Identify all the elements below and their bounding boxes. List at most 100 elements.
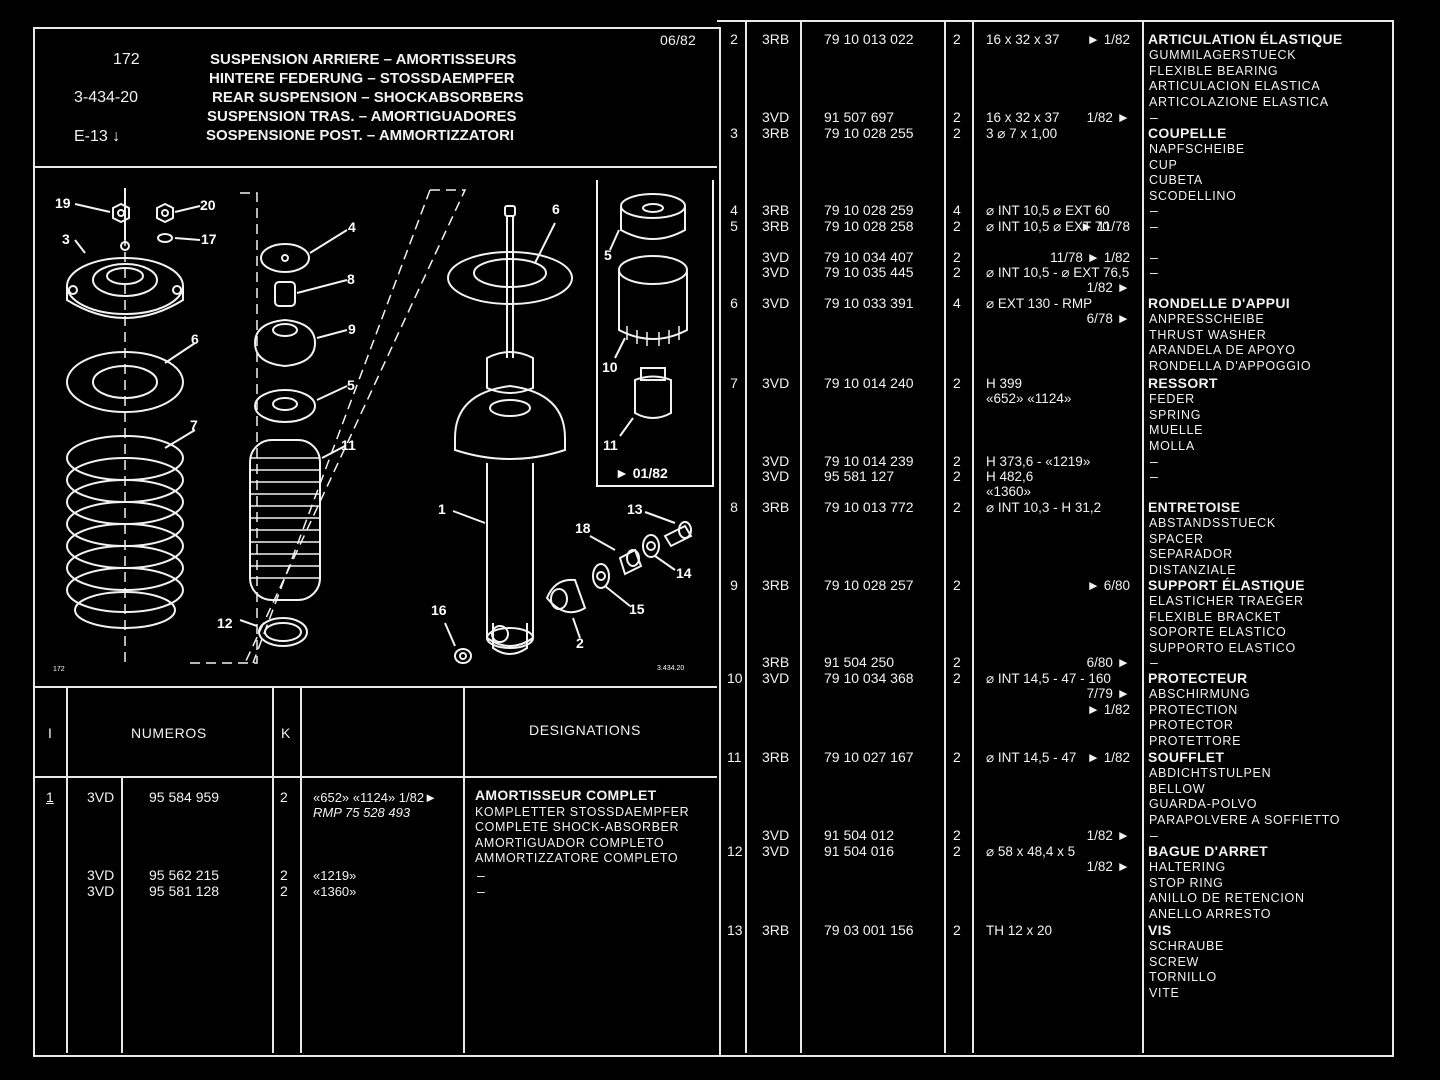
designation-line: ELASTICHER TRAEGER — [1149, 594, 1304, 608]
row-info: ⌀ INT 10,5 ⌀ EXT 60 — [986, 203, 1110, 218]
col-line-sub — [121, 776, 123, 1053]
row-code: 3RB — [762, 125, 790, 141]
exploded-diagram: 19 20 3 17 4 8 9 5 11 6 7 12 1 6 5 10 11… — [53, 180, 714, 673]
callout-5: 5 — [347, 377, 355, 393]
row-qty: 2 — [953, 375, 961, 391]
row-qty: 2 — [280, 789, 288, 805]
colhead-index: I — [48, 725, 53, 741]
row-part-number: 79 10 013 022 — [824, 31, 914, 47]
designation-line: SPRING — [1149, 407, 1202, 422]
designation-title: ARTICULATION ÉLASTIQUE — [1148, 31, 1343, 47]
colhead-k: K — [281, 725, 291, 741]
row-info: 3 ⌀ 7 x 1,00 — [986, 126, 1058, 141]
row-info-1: «652» «1124» 1/82► — [313, 790, 437, 805]
designation-line: FEDER — [1149, 392, 1195, 406]
designation-line: FLEXIBLE BEARING — [1149, 63, 1279, 78]
row-part-number: 95 584 959 — [149, 789, 220, 805]
row-code: 3VD — [87, 789, 115, 805]
colhead-designations: DESIGNATIONS — [529, 722, 641, 738]
designation-line: SCHRAUBE — [1149, 939, 1225, 953]
col-line-1 — [66, 686, 68, 1053]
row-designation: – — [477, 883, 485, 899]
designation-line: ABDICHTSTULPEN — [1149, 766, 1272, 780]
row-code: 3RB — [762, 218, 790, 234]
title-it: SOSPENSIONE POST. – AMMORTIZZATORI — [206, 127, 515, 144]
page-code: E-13 ↓ — [74, 128, 121, 145]
designation-title: RONDELLE D'APPUI — [1148, 295, 1290, 311]
col-line-2 — [272, 686, 274, 1053]
row-qty: 2 — [953, 109, 961, 125]
row-part-number: 79 10 027 167 — [824, 749, 914, 765]
row-code: 3VD — [762, 109, 790, 125]
row-code: 3VD — [762, 843, 790, 859]
callout-10: 10 — [602, 359, 618, 375]
row-qty: 4 — [953, 295, 961, 311]
row-info: ⌀ INT 14,5 - 47 — [986, 750, 1077, 765]
designation-line: – — [1150, 249, 1158, 265]
row-qty: 4 — [953, 202, 961, 218]
row-part-number: 79 10 033 391 — [824, 295, 914, 311]
diagram-divider — [33, 686, 717, 688]
row-code: 3RB — [762, 499, 790, 515]
designation-it: AMMORTIZZATORE COMPLETO — [475, 851, 679, 865]
row-qty: 2 — [953, 453, 961, 469]
designation-line: SCODELLINO — [1149, 188, 1237, 203]
designation-line: PROTECTION — [1149, 702, 1238, 717]
row-info: 16 x 32 x 37 — [986, 110, 1060, 125]
row-code: 3VD — [762, 375, 790, 391]
row-info-2: RMP 75 528 493 — [313, 805, 411, 820]
diagram-corner-right: 3.434.20 — [657, 665, 684, 672]
designation-line: BELLOW — [1149, 781, 1206, 796]
callout-13: 13 — [627, 501, 643, 517]
designation-line: SOPORTE ELASTICO — [1149, 625, 1287, 639]
designation-line: ANILLO DE RETENCION — [1149, 891, 1305, 905]
row-code: 3VD — [762, 295, 790, 311]
row-index: 6 — [730, 295, 738, 311]
row-qty: 2 — [953, 827, 961, 843]
row-date-arrow: 6/80 ► — [1086, 655, 1130, 670]
row-part-number: 79 10 028 259 — [824, 202, 914, 218]
row-date-arrow: 1/82 ► — [1086, 280, 1130, 295]
row-code: 3VD — [762, 249, 790, 265]
colhead-divider — [33, 776, 717, 778]
callout-16: 16 — [431, 602, 447, 618]
row-qty: 2 — [953, 468, 961, 484]
callout-6a: 6 — [191, 331, 199, 347]
row-info: ⌀ EXT 130 - RMP — [986, 296, 1093, 311]
row-code: 3VD — [762, 670, 790, 686]
row-code: 3VD — [762, 264, 790, 280]
designation-line: – — [1150, 109, 1158, 125]
row-date-arrow: 1/82 ► — [1086, 859, 1130, 874]
designation-line: SUPPORTO ELASTICO — [1149, 640, 1296, 655]
row-date-arrow: 1/82 ► — [1086, 828, 1130, 843]
designation-line: MUELLE — [1149, 423, 1204, 437]
designation-line: PROTECTOR — [1149, 718, 1234, 732]
row-part-number: 79 10 013 772 — [824, 499, 914, 515]
title-en: REAR SUSPENSION – SHOCKABSORBERS — [212, 89, 524, 106]
callout-7: 7 — [190, 417, 198, 433]
designation-line: TORNILLO — [1149, 970, 1217, 984]
row-qty: 2 — [953, 654, 961, 670]
r-col-5 — [1142, 20, 1144, 1053]
row-index: 9 — [730, 577, 738, 593]
title-de: HINTERE FEDERUNG – STOSSDAEMPFER — [209, 70, 515, 87]
row-info: H 482,6 — [986, 469, 1034, 484]
row-code: 3VD — [87, 867, 115, 883]
designation-title: ENTRETOISE — [1148, 499, 1241, 515]
row-date-arrow: ► 6/80 — [1086, 578, 1130, 593]
row-code: 3RB — [762, 577, 790, 593]
row-code: 3RB — [762, 922, 790, 938]
row-qty: 2 — [953, 499, 961, 515]
designation-line: GUARDA-POLVO — [1149, 797, 1258, 811]
designation-line: ANELLO ARRESTO — [1149, 906, 1272, 921]
row-index: 12 — [727, 843, 743, 859]
row-qty: 2 — [953, 264, 961, 280]
callout-17: 17 — [201, 231, 217, 247]
row-info: H 399 — [986, 376, 1023, 391]
designation-line: ARTICULACION ELASTICA — [1149, 79, 1321, 93]
row-index: 7 — [730, 375, 738, 391]
designation-line: ABSTANDSSTUECK — [1149, 516, 1276, 530]
designation-line: – — [1150, 202, 1158, 218]
callout-6b: 6 — [552, 201, 560, 217]
plate-number: 172 — [113, 51, 140, 68]
